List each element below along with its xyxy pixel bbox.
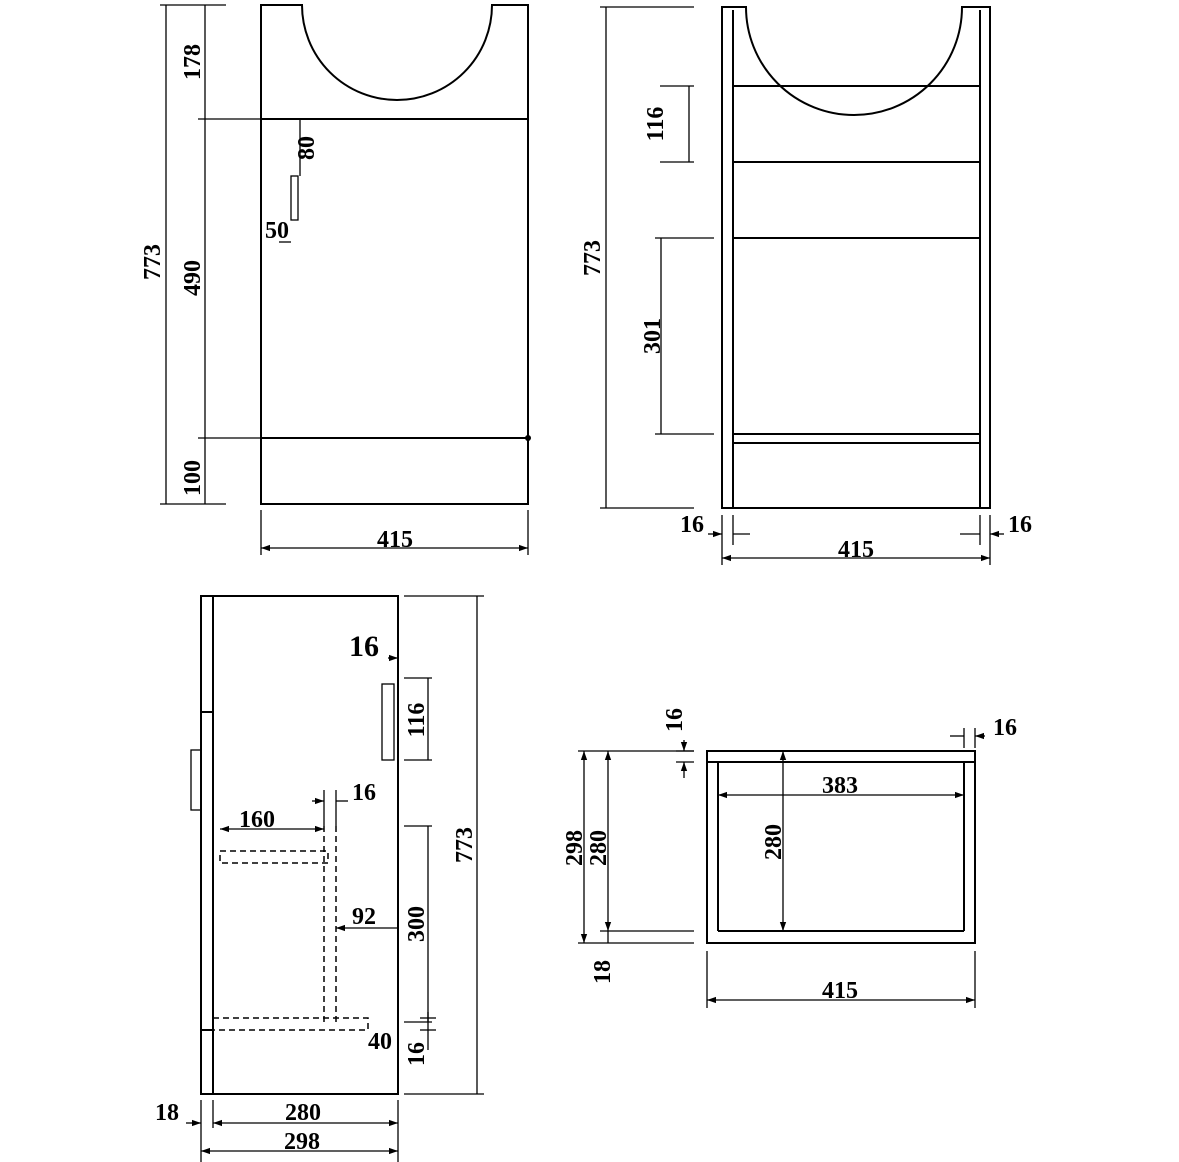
- front-overall-height-label: 773: [140, 244, 166, 280]
- plan-depth-left-label: 280: [586, 830, 612, 866]
- side-shelf-depth-label: 160: [239, 807, 275, 833]
- side-handle: [190, 749, 202, 811]
- side-base-offset-label: 40: [368, 1029, 392, 1055]
- plan-back-thickness-label: 16: [662, 708, 688, 732]
- side-overall-height-label: 773: [452, 827, 478, 863]
- plan-side-thickness-label: 16: [993, 715, 1017, 741]
- inner-side-right-label: 16: [1008, 512, 1032, 538]
- plan-view: 16 16 383 298 280 280 18 415: [562, 708, 1017, 1008]
- side-rail-height-label: 116: [404, 703, 430, 738]
- front-dimension-lines: [160, 4, 529, 555]
- side-view: 16 116 160 16 92 300 40 16 773 18 280 29…: [155, 595, 484, 1162]
- front-plinth-height-label: 100: [180, 460, 206, 496]
- top-rail: [381, 683, 395, 761]
- side-upright-offset-label: 92: [352, 904, 376, 930]
- plan-front-thickness-label: 18: [590, 960, 616, 984]
- inner-overall-height-label: 773: [580, 240, 606, 276]
- inner-shelf-gap-label: 116: [643, 107, 669, 142]
- plan-dimension-lines: [578, 728, 985, 1008]
- inner-lower-gap-label: 301: [640, 318, 666, 354]
- front-door-height-label: 490: [180, 260, 206, 296]
- side-inner-depth-label: 280: [285, 1100, 321, 1126]
- side-opening-height-label: 300: [404, 906, 430, 942]
- side-panel-thickness-label: 16: [349, 630, 379, 663]
- front-width-label: 415: [377, 527, 413, 553]
- front-handle-inset-label: 50: [265, 218, 289, 244]
- inner-view: 773 116 301 16 16 415: [580, 6, 1032, 565]
- plan-outer-depth-label: 298: [562, 830, 588, 866]
- side-overall-depth-label: 298: [284, 1129, 320, 1155]
- inner-side-left-label: 16: [680, 512, 704, 538]
- front-view-cabinet-outline: [260, 4, 531, 505]
- side-shelf-thickness-label: 16: [352, 780, 376, 806]
- side-base-thickness-label: 16: [404, 1042, 430, 1066]
- side-dashed-internal: [212, 826, 369, 1031]
- side-door-thickness-label: 18: [155, 1100, 179, 1126]
- inner-dimension-lines: [600, 6, 1004, 565]
- inner-view-cabinet-outline: [721, 6, 991, 509]
- front-handle-offset-label: 80: [294, 136, 320, 160]
- front-top-section-label: 178: [180, 44, 206, 80]
- plan-inner-width-label: 383: [822, 773, 858, 799]
- side-view-cabinet-outline: [190, 595, 399, 1095]
- side-dimension-lines: [186, 595, 484, 1162]
- inner-width-label: 415: [838, 537, 874, 563]
- plan-depth-center-label: 280: [761, 824, 787, 860]
- front-view: 773 178 490 100 80 50 415: [140, 4, 531, 555]
- door-handle: [290, 175, 299, 221]
- plan-width-label: 415: [822, 978, 858, 1004]
- plan-view-cabinet-outline: [706, 750, 976, 944]
